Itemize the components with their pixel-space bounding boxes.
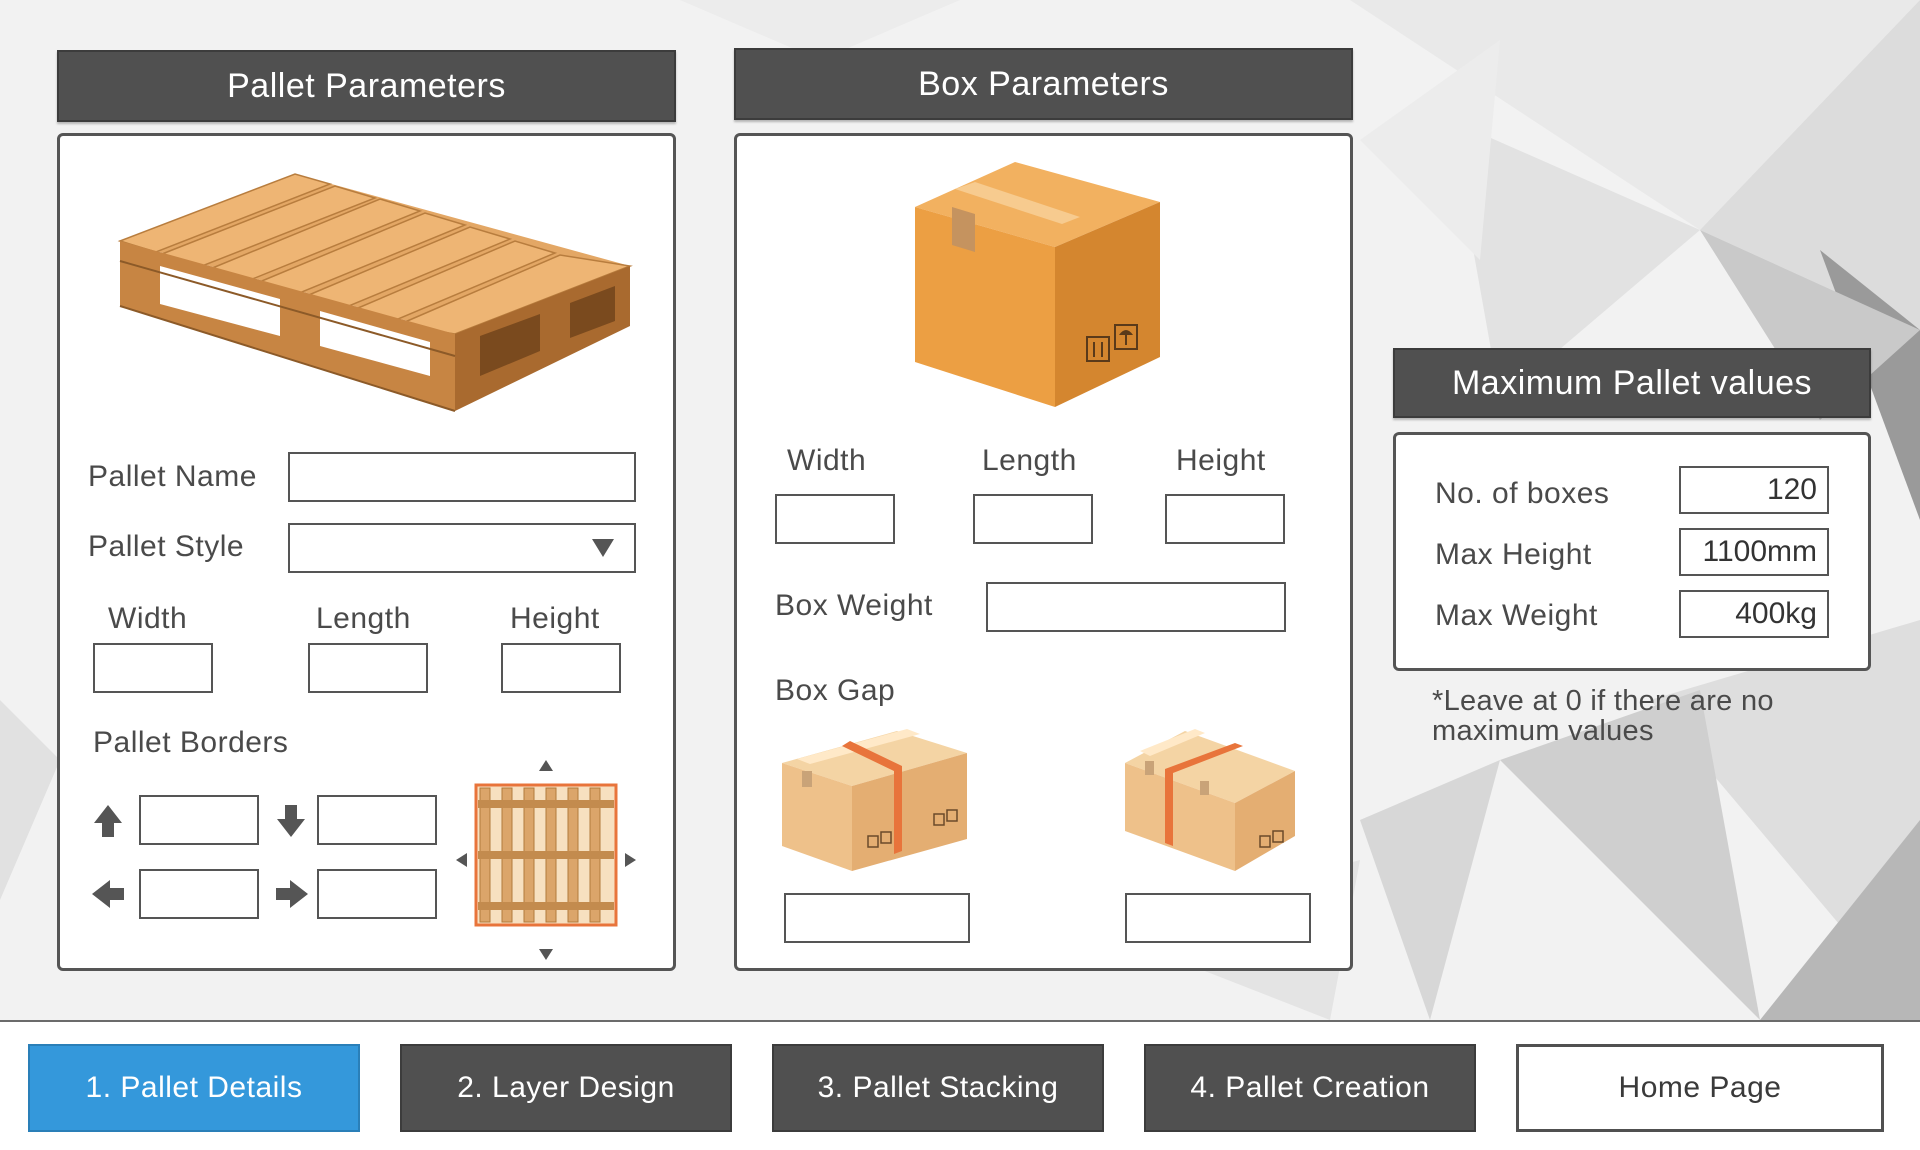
box-height-field[interactable] <box>1165 494 1285 544</box>
arrow-right-icon <box>276 880 308 908</box>
max-weight-label: Max Weight <box>1435 599 1598 632</box>
pallet-borders-label: Pallet Borders <box>93 726 289 759</box>
box-gap-image <box>782 729 967 871</box>
tab-pallet-creation-label: 4. Pallet Creation <box>1190 1071 1430 1104</box>
tab-layer-design[interactable]: 2. Layer Design <box>400 1044 732 1132</box>
max-pallet-values-panel: No. of boxes Max Height Max Weight <box>1393 432 1871 671</box>
pallet-style-label: Pallet Style <box>88 530 245 563</box>
pallet-parameters-header: Pallet Parameters <box>57 50 676 122</box>
arrow-down-icon <box>277 805 305 837</box>
max-height-label: Max Height <box>1435 538 1592 571</box>
pallet-parameters-title: Pallet Parameters <box>227 66 506 105</box>
tab-pallet-creation[interactable]: 4. Pallet Creation <box>1144 1044 1476 1132</box>
pallet-name-input[interactable] <box>290 454 634 500</box>
tab-layer-design-label: 2. Layer Design <box>457 1071 675 1104</box>
box-gap-field-2[interactable] <box>1125 893 1311 943</box>
pallet-length-label: Length <box>316 602 411 635</box>
box-gap-field-1[interactable] <box>784 893 970 943</box>
tab-pallet-details[interactable]: 1. Pallet Details <box>28 1044 360 1132</box>
pallet-height-field[interactable] <box>501 643 621 693</box>
pallet-image <box>117 173 633 412</box>
border-top-field[interactable] <box>139 795 259 845</box>
tab-pallet-details-label: 1. Pallet Details <box>85 1071 303 1104</box>
home-page-button[interactable]: Home Page <box>1516 1044 1884 1132</box>
box-length-field[interactable] <box>973 494 1093 544</box>
max-boxes-field[interactable] <box>1679 466 1829 514</box>
tab-pallet-stacking[interactable]: 3. Pallet Stacking <box>772 1044 1104 1132</box>
chevron-down-icon[interactable] <box>592 539 614 557</box>
pallet-name-field[interactable] <box>288 452 636 502</box>
pallet-top-view-icon <box>456 760 636 960</box>
home-page-label: Home Page <box>1618 1071 1782 1104</box>
max-height-field[interactable] <box>1679 528 1829 576</box>
max-boxes-label: No. of boxes <box>1435 477 1610 510</box>
max-boxes-input[interactable] <box>1681 468 1827 512</box>
box-height-label: Height <box>1176 444 1266 477</box>
pallet-name-label: Pallet Name <box>88 460 257 493</box>
box-parameters-title: Box Parameters <box>918 64 1169 103</box>
box-weight-label: Box Weight <box>775 589 933 622</box>
box-weight-field[interactable] <box>986 582 1286 632</box>
max-weight-field[interactable] <box>1679 590 1829 638</box>
border-right-field[interactable] <box>317 869 437 919</box>
box-parameters-panel: Width Length Height Box Weight Box Gap <box>734 133 1353 971</box>
max-pallet-values-title: Maximum Pallet values <box>1451 363 1813 402</box>
max-pallet-values-header: Maximum Pallet values <box>1393 348 1871 418</box>
box-image <box>915 162 1160 407</box>
border-left-field[interactable] <box>139 869 259 919</box>
box-gap-image-2 <box>1125 729 1295 871</box>
box-length-label: Length <box>982 444 1077 477</box>
pallet-parameters-panel: Pallet Name Pallet Style Width Length He… <box>57 133 676 971</box>
pallet-width-field[interactable] <box>93 643 213 693</box>
pallet-height-label: Height <box>510 602 600 635</box>
border-bottom-field[interactable] <box>317 795 437 845</box>
pallet-style-select[interactable] <box>288 523 636 573</box>
box-width-field[interactable] <box>775 494 895 544</box>
max-weight-input[interactable] <box>1681 592 1827 636</box>
box-gap-label: Box Gap <box>775 674 896 707</box>
max-values-note: *Leave at 0 if there are no maximum valu… <box>1432 685 1774 747</box>
pallet-length-field[interactable] <box>308 643 428 693</box>
tab-pallet-stacking-label: 3. Pallet Stacking <box>817 1071 1059 1104</box>
pallet-width-label: Width <box>108 602 188 635</box>
max-height-input[interactable] <box>1681 530 1827 574</box>
box-width-label: Width <box>787 444 867 477</box>
arrow-up-icon <box>94 805 122 837</box>
box-parameters-header: Box Parameters <box>734 48 1353 120</box>
arrow-left-icon <box>92 880 124 908</box>
